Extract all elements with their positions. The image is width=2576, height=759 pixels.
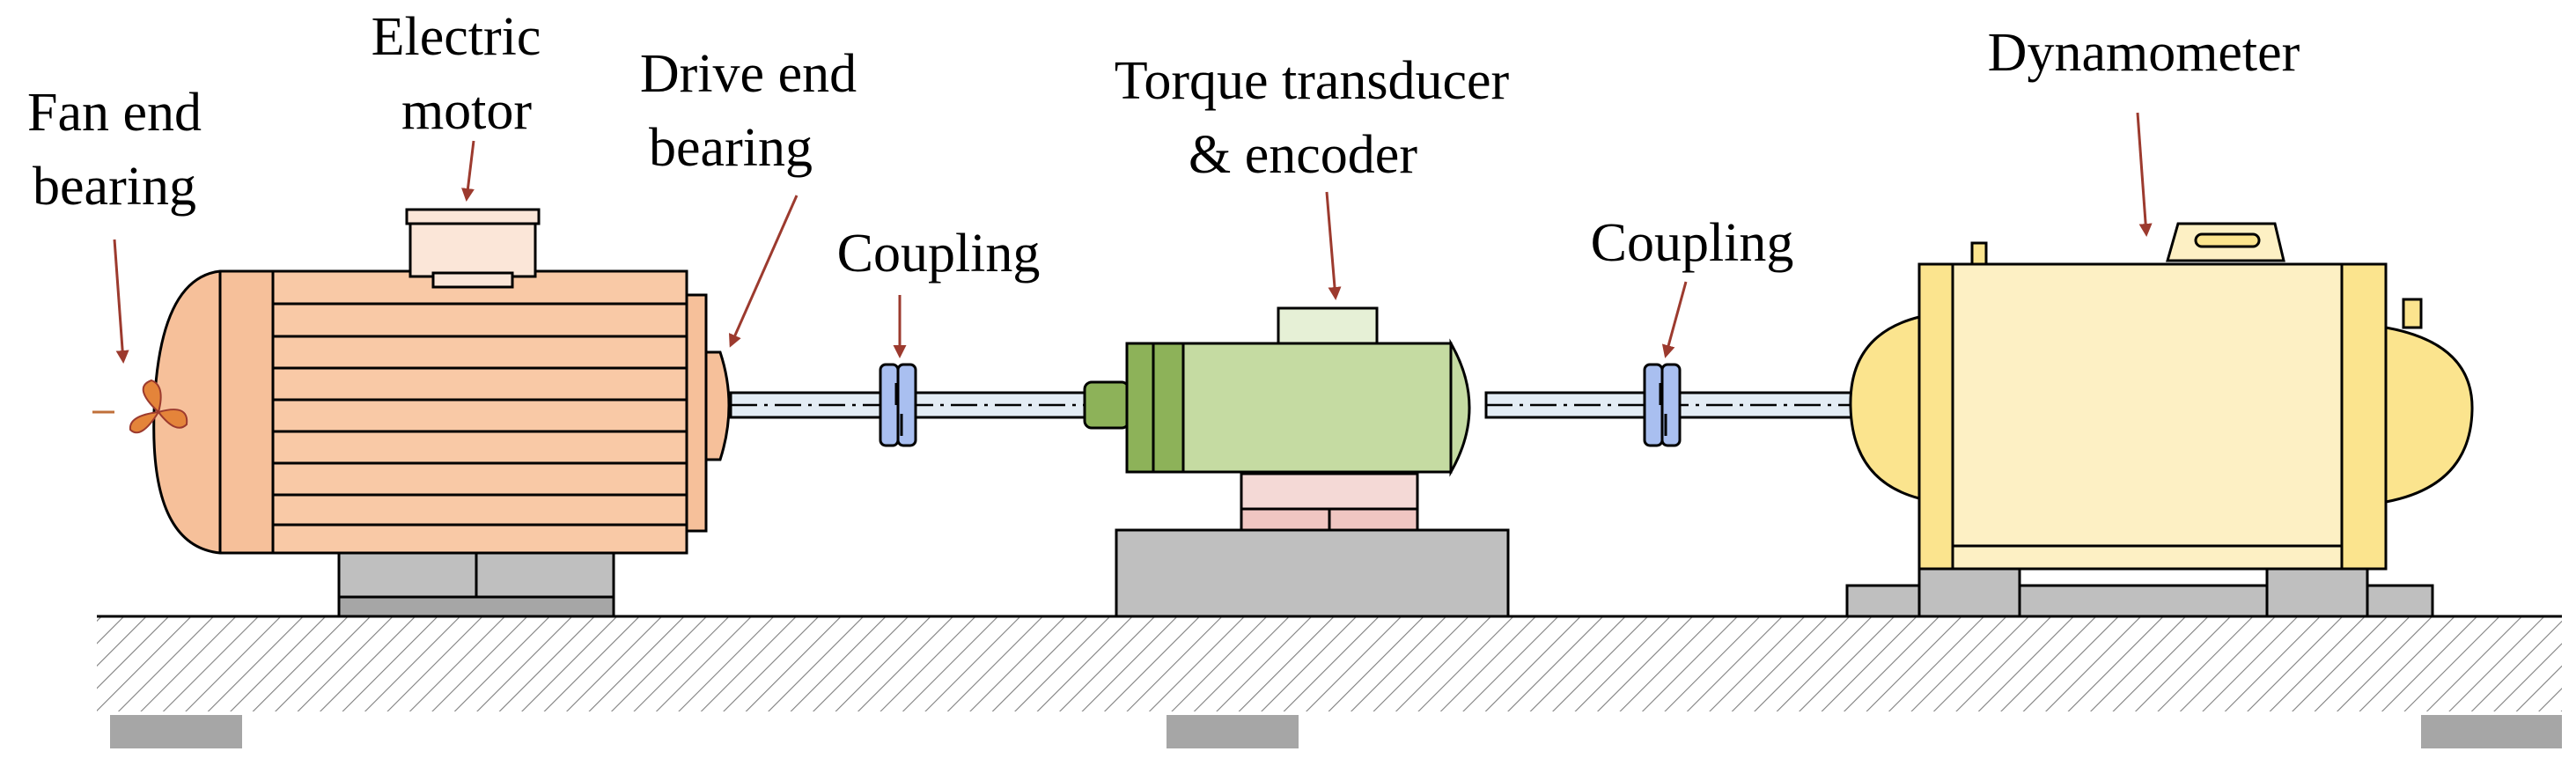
label-coupling-left: Coupling — [837, 224, 1041, 284]
transducer-cap-left — [1125, 342, 1155, 474]
arrow-torque-transducer — [1325, 191, 1342, 300]
dyno-knob-right — [2402, 298, 2423, 329]
motor-fins — [273, 302, 687, 527]
dyno-endcap-right — [2384, 326, 2474, 504]
transducer-base — [1115, 528, 1510, 618]
motor-foot-base — [337, 595, 615, 618]
motor-fan-endcap — [152, 269, 275, 555]
label-drive-end-bearing-1: Drive end — [640, 44, 857, 104]
torque-transducer — [1083, 306, 1510, 618]
fan-icon — [129, 379, 188, 434]
labels: Fan end bearing Electric motor Drive end… — [27, 7, 2300, 284]
label-torque-transducer-2: & encoder — [1189, 125, 1417, 185]
ground-pad-right — [2421, 715, 2562, 748]
arrow-dynamometer — [2136, 112, 2153, 237]
coupling-left — [879, 363, 917, 447]
arrow-drive-end-bearing — [728, 195, 799, 348]
transducer-cap-left-2 — [1152, 342, 1185, 474]
transducer-body — [1181, 342, 1453, 474]
dynamometer — [1845, 222, 2474, 618]
label-coupling-right: Coupling — [1591, 213, 1794, 273]
label-torque-transducer-1: Torque transducer — [1115, 51, 1510, 111]
encoder-top — [1277, 306, 1379, 345]
coupling-right — [1643, 363, 1682, 447]
terminal-box — [408, 222, 537, 278]
dyno-endcap-left — [1849, 315, 1921, 500]
dyno-body — [1951, 262, 2344, 548]
label-fan-end-bearing-2: bearing — [33, 157, 196, 217]
transducer-shaft-stub — [1083, 380, 1130, 430]
ground — [97, 615, 2562, 748]
label-drive-end-bearing-2: bearing — [649, 118, 813, 178]
ground-pad-center — [1167, 715, 1299, 748]
electric-motor — [92, 208, 731, 618]
motor-body — [271, 269, 688, 555]
terminal-box-base — [431, 271, 514, 289]
dyno-knob-left — [1970, 241, 1988, 266]
arrow-coupling-right — [1661, 281, 1688, 358]
dyno-side-right — [2340, 262, 2388, 571]
terminal-box-lid — [405, 208, 541, 225]
label-electric-motor-2: motor — [401, 81, 532, 141]
pointer-arrows — [113, 112, 2153, 364]
motor-drive-flange — [685, 293, 708, 533]
label-dynamometer: Dynamometer — [1988, 23, 2300, 83]
ground-pad-left — [110, 715, 242, 748]
arrow-fan-end-bearing — [113, 239, 129, 364]
ground-hatch — [97, 616, 2562, 711]
transducer-end-dome — [1449, 338, 1471, 477]
dyno-side-left — [1917, 262, 1954, 571]
label-fan-end-bearing-1: Fan end — [27, 83, 202, 143]
arrow-electric-motor — [460, 140, 475, 202]
label-electric-motor-1: Electric — [372, 7, 541, 67]
transducer-support-upper — [1240, 472, 1419, 511]
drive-end-bearing-housing — [704, 350, 731, 461]
dyno-inner-band — [1951, 544, 2344, 571]
dyno-terminal-slot — [2194, 232, 2261, 248]
